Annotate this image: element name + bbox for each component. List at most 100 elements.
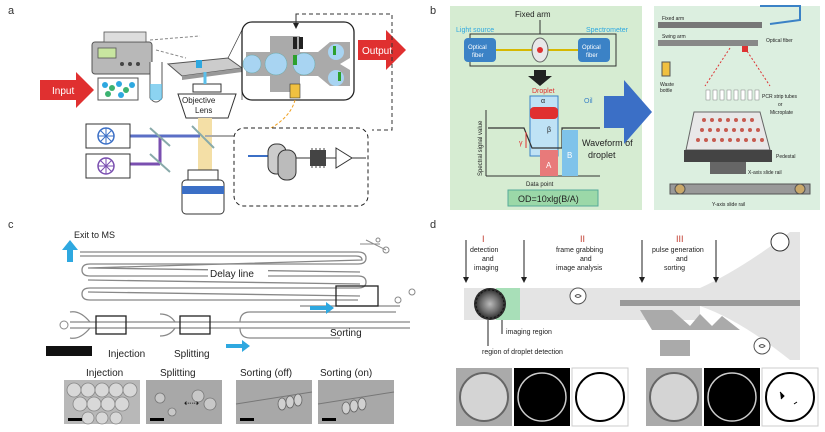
step3-line3: sorting: [664, 265, 685, 272]
splitting-box: [179, 315, 211, 335]
electrode-strip: [620, 300, 800, 306]
step3-line2: and: [676, 256, 688, 263]
img-binary-1: [571, 367, 629, 427]
step2-line1: frame grabbing: [556, 247, 603, 254]
oil-label: Oil: [584, 98, 593, 105]
tube-icon: [529, 95, 559, 157]
objective-label-2: Lens: [195, 106, 212, 115]
objective-label-1: Objective: [182, 96, 216, 105]
thumbnail-row: Injection Splitting Sorting (off) Sortin…: [64, 368, 395, 425]
photo-pcr: PCR strip tubes: [762, 94, 798, 100]
output-label: Output: [362, 46, 392, 57]
laser-purple-icon: [85, 153, 131, 179]
img-edge-2: [704, 368, 760, 426]
panel-c: c Exit to MS Delay line Sorting: [8, 219, 416, 425]
syringe-pump-icon: [91, 31, 153, 75]
beam-yellow: [198, 118, 212, 180]
thumb-label-sorting-on: Sorting (on): [320, 368, 372, 379]
big-blue-arrow: [604, 80, 652, 144]
scale-bar: [46, 346, 92, 356]
droplet-top-right: [770, 232, 790, 252]
pcr-tubes: [705, 89, 760, 101]
photo-or: or: [778, 102, 783, 108]
y-axis-label: Spectral signal value: [478, 120, 484, 176]
delay-line-label: Delay line: [210, 269, 254, 280]
step2-line2: and: [580, 256, 592, 263]
waveform-label-1: Waveform of: [582, 138, 633, 148]
waveform-label-2: droplet: [588, 150, 616, 160]
flow-arrow: [226, 340, 250, 352]
beta-label: β: [547, 127, 551, 134]
light-source-label: Light source: [456, 27, 494, 34]
droplet-small-1: [569, 287, 587, 305]
pmt-icon: [289, 83, 301, 99]
channel-shape: [464, 232, 800, 360]
step3-num: III: [676, 234, 684, 244]
img-edge-1: [514, 368, 570, 426]
splitting-label: Splitting: [174, 349, 210, 360]
panel-b: b Fixed arm Light source Spectrometer Op…: [430, 5, 820, 210]
camera-icon: [181, 169, 225, 215]
fixed-arm-label: Fixed arm: [515, 10, 551, 19]
objective-lens-icon: [177, 72, 237, 119]
panel-a-letter: a: [8, 5, 15, 17]
exit-arrow: [62, 240, 78, 262]
chip-zoom-view: [241, 21, 355, 101]
electrode-teeth: [640, 310, 740, 330]
exit-label: Exit to MS: [74, 230, 115, 240]
panel-d: d I detection and imaging II frame grabb…: [430, 219, 819, 427]
photo-fixed-arm: Fixed arm: [662, 16, 684, 22]
step1-line3: imaging: [474, 265, 499, 272]
split-arrow-icon: ⇠⇢: [184, 398, 200, 408]
sorting-label: Sorting: [330, 328, 362, 339]
input-arrow: [40, 72, 94, 108]
img-binary-2: [761, 367, 819, 427]
step1-line2: and: [482, 256, 494, 263]
photo-optical-fiber: Optical fiber: [766, 38, 793, 44]
photo-pedestal: Pedestal: [776, 154, 795, 160]
panel-d-letter: d: [430, 219, 436, 231]
spectrometer-label: Spectrometer: [586, 27, 629, 34]
image-strip: [456, 367, 819, 427]
step2-num: II: [580, 234, 585, 244]
imaging-region-label: imaging region: [506, 329, 552, 336]
injection-box: [95, 315, 127, 335]
injection-label: Injection: [108, 349, 145, 360]
test-tube-icon: [149, 62, 163, 103]
down-arrow-icon: [528, 70, 552, 86]
step1-line1: detection: [470, 247, 499, 254]
panel-b-letter: b: [430, 5, 436, 17]
optical-fiber-left: [464, 38, 496, 62]
formula-box: [507, 189, 599, 207]
feedback-loop: [295, 13, 393, 131]
bar-b-label: B: [567, 151, 572, 160]
thumb-label-sorting-off: Sorting (off): [240, 368, 292, 379]
sorting-box: [335, 285, 379, 307]
gamma-label: γ: [519, 140, 523, 147]
step1-num: I: [482, 234, 485, 244]
optical-fiber-right-label-2: fiber: [586, 53, 598, 59]
optical-fiber-right-label: Optical: [582, 45, 601, 51]
thumb-label-injection: Injection: [86, 368, 123, 379]
droplet-bottom-right: [753, 337, 771, 355]
thumb-label-splitting: Splitting: [160, 368, 196, 379]
output-arrow: [358, 30, 406, 70]
panel-a: a Input: [8, 5, 406, 215]
detected-droplet: [474, 288, 506, 320]
input-label: Input: [52, 86, 74, 97]
cell-beads-icon: [97, 77, 139, 101]
optical-fiber-left-label-2: fiber: [472, 53, 484, 59]
bar-a: [540, 150, 558, 176]
step3-line1: pulse generation: [652, 247, 704, 254]
optical-fiber-left-label: Optical: [468, 45, 487, 51]
x-axis-label: Data point: [526, 182, 554, 188]
bar-b: [562, 130, 578, 176]
photo-waste: Waste: [660, 82, 674, 88]
optical-fiber-right: [578, 38, 610, 62]
electronics-box: [233, 127, 369, 207]
photo-x-rail: X-axis slide rail: [748, 170, 782, 176]
sorting-arrow: [310, 302, 334, 314]
delay-line-bg: [208, 266, 268, 280]
droplet-label: Droplet: [532, 88, 555, 95]
